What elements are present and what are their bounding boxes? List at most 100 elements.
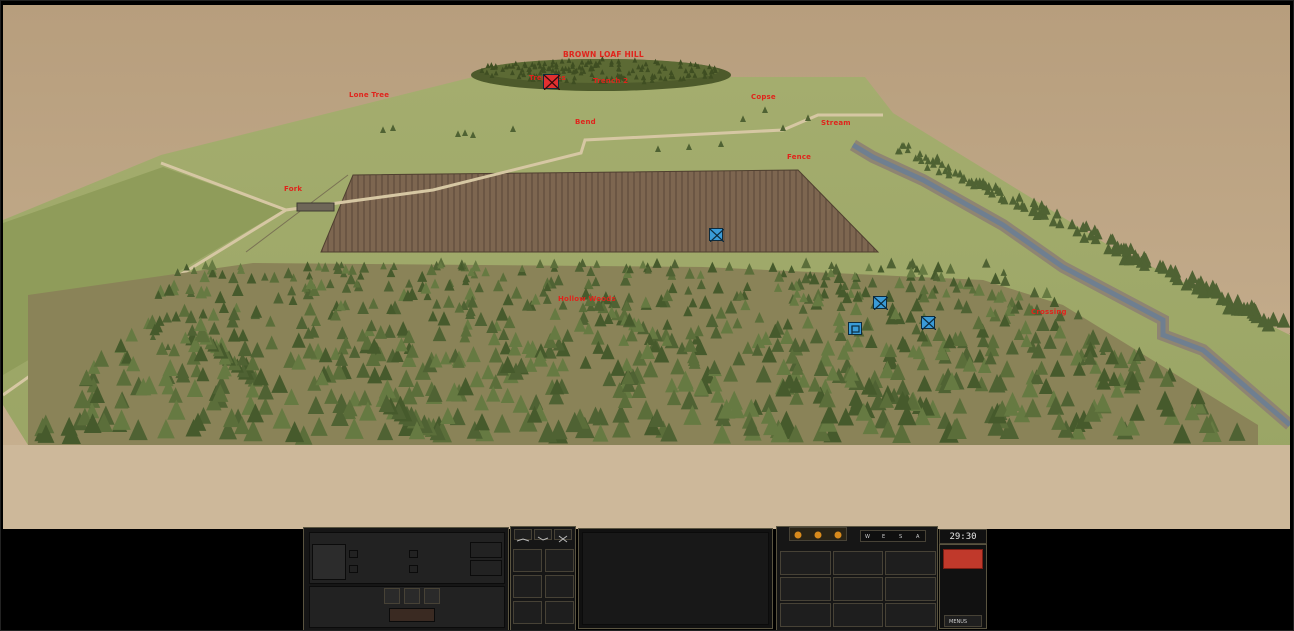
- tree: [910, 297, 924, 312]
- tree: [621, 300, 632, 311]
- tree: [862, 416, 879, 435]
- order-slot[interactable]: [885, 551, 936, 575]
- tree: [534, 343, 548, 358]
- tree: [176, 366, 191, 383]
- order-slot[interactable]: [833, 577, 883, 601]
- tree: [761, 394, 778, 412]
- order-slot[interactable]: [833, 603, 883, 627]
- menu-button[interactable]: MENUS: [944, 615, 982, 627]
- battlefield-view[interactable]: BROWN LOAF HILL Trenches Trench 2 Lone T…: [3, 5, 1290, 529]
- order-slot[interactable]: [885, 603, 936, 627]
- tree: [420, 281, 432, 294]
- tree: [1043, 334, 1057, 349]
- compass-e[interactable]: E: [882, 534, 886, 540]
- tree: [401, 386, 418, 405]
- friendly-unit-icon[interactable]: [709, 228, 724, 242]
- tree: [295, 315, 308, 329]
- order-slot[interactable]: [833, 551, 883, 575]
- command-slot[interactable]: [513, 575, 542, 598]
- tree: [1040, 209, 1050, 220]
- compass-s[interactable]: S: [899, 534, 903, 540]
- tree: [93, 349, 110, 367]
- tree: [237, 328, 249, 342]
- order-slot[interactable]: [780, 551, 831, 575]
- tree: [976, 323, 990, 338]
- tree: [367, 338, 382, 354]
- tree: [466, 346, 481, 363]
- crouch-icon[interactable]: [534, 529, 552, 541]
- tree: [315, 370, 329, 386]
- order-slot[interactable]: [780, 577, 831, 601]
- tree: [457, 377, 474, 396]
- tree: [488, 374, 503, 389]
- tree: [443, 295, 455, 308]
- tree: [621, 369, 635, 385]
- friendly-hq-icon[interactable]: [848, 322, 862, 335]
- tree: [691, 332, 703, 345]
- tree: [1266, 311, 1281, 327]
- speed-selector[interactable]: [789, 527, 847, 541]
- tree: [114, 393, 129, 409]
- tree: [331, 406, 349, 426]
- tree: [592, 424, 609, 442]
- tree: [390, 262, 398, 271]
- compass-selector[interactable]: [860, 530, 926, 542]
- tree: [114, 338, 128, 353]
- tree: [586, 301, 596, 312]
- tree: [488, 347, 503, 363]
- tree: [1010, 303, 1020, 314]
- tree: [1055, 218, 1065, 229]
- tree: [391, 348, 404, 363]
- tree: [665, 265, 676, 277]
- tree: [377, 422, 394, 441]
- tree: [344, 417, 364, 439]
- order-slot[interactable]: [780, 603, 831, 627]
- command-slot[interactable]: [545, 549, 574, 572]
- tree: [626, 264, 634, 274]
- tree: [330, 308, 341, 321]
- tree: [740, 115, 746, 122]
- go-button[interactable]: [943, 549, 983, 569]
- tree: [692, 72, 698, 78]
- compass-a[interactable]: A: [916, 534, 920, 540]
- prone-icon[interactable]: [514, 529, 532, 542]
- tree: [785, 348, 799, 364]
- tree: [999, 417, 1020, 439]
- squad-slot[interactable]: [424, 588, 440, 604]
- tree: [788, 265, 796, 273]
- tree: [640, 342, 656, 359]
- enemy-unit-icon[interactable]: [543, 74, 560, 90]
- squad-slot[interactable]: [384, 588, 400, 604]
- tree: [683, 67, 689, 74]
- tree: [1032, 210, 1042, 220]
- command-slot[interactable]: [545, 575, 574, 598]
- tree: [603, 312, 614, 325]
- tree: [1052, 208, 1062, 219]
- tree: [1013, 404, 1031, 423]
- command-slot[interactable]: [513, 601, 542, 624]
- tree: [150, 333, 156, 340]
- command-slot[interactable]: [545, 601, 574, 624]
- tree: [579, 355, 592, 369]
- tree: [744, 263, 755, 275]
- tree: [1035, 360, 1048, 375]
- tree: [95, 412, 113, 433]
- friendly-unit-icon[interactable]: [873, 296, 888, 310]
- tree: [1138, 250, 1150, 263]
- tree: [302, 261, 313, 272]
- tree: [60, 416, 78, 436]
- tree: [1180, 277, 1193, 291]
- tree: [1003, 399, 1019, 416]
- order-slot[interactable]: [885, 577, 936, 601]
- command-slot[interactable]: [513, 549, 542, 572]
- tree: [437, 261, 445, 269]
- tree: [770, 421, 790, 443]
- friendly-unit-icon[interactable]: [921, 316, 936, 330]
- compass-w[interactable]: W: [865, 534, 870, 540]
- tree: [336, 299, 346, 311]
- tree: [1099, 336, 1114, 353]
- stand-icon[interactable]: [554, 529, 572, 543]
- tree: [916, 356, 930, 371]
- tree: [116, 368, 132, 386]
- squad-slot[interactable]: [404, 588, 420, 604]
